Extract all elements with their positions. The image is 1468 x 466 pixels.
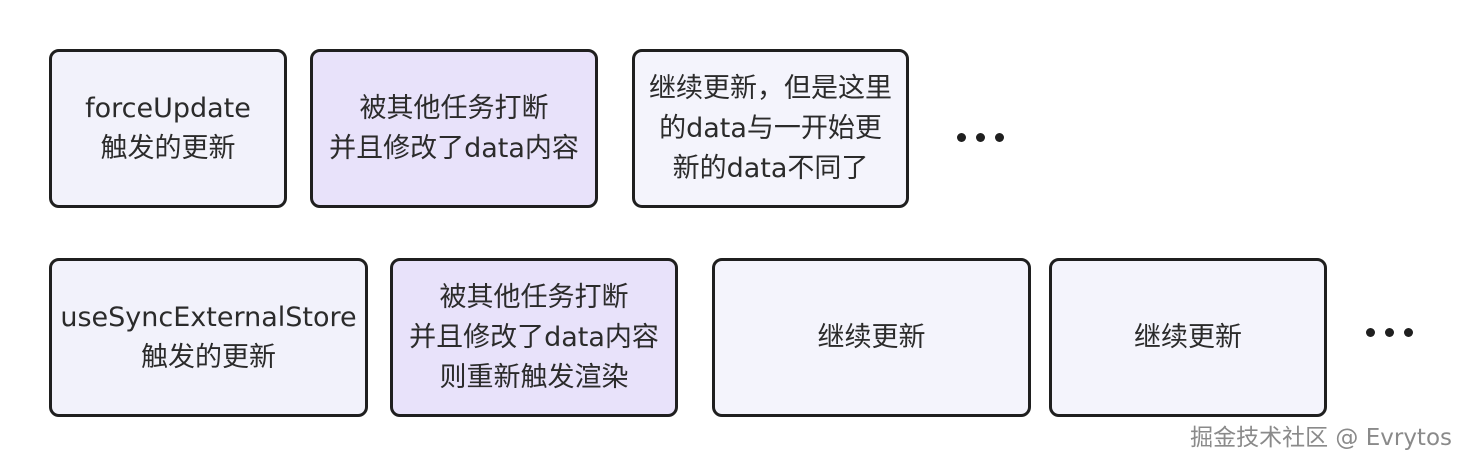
node-text-line: 触发的更新 xyxy=(141,341,276,373)
ellipsis-dot xyxy=(995,133,1004,142)
node-text-line: 并且修改了data内容 xyxy=(329,132,579,164)
node-interrupted: 被其他任务打断 并且修改了data内容 xyxy=(310,49,598,208)
ellipsis-dot xyxy=(976,133,985,142)
node-text-line: 并且修改了data内容 xyxy=(409,321,659,353)
node-continue-update-2: 继续更新 xyxy=(1049,258,1327,417)
node-text-line: 继续更新 xyxy=(1134,321,1242,353)
node-text-line: 被其他任务打断 xyxy=(359,92,549,124)
node-continue-different-data: 继续更新，但是这里 的data与一开始更 新的data不同了 xyxy=(632,49,909,208)
node-text-line: forceUpdate xyxy=(85,92,251,124)
ellipsis-icon xyxy=(957,133,1004,142)
node-interrupted-rerender: 被其他任务打断 并且修改了data内容 则重新触发渲染 xyxy=(390,258,678,417)
ellipsis-dot xyxy=(1404,328,1413,337)
ellipsis-dot xyxy=(1366,328,1375,337)
node-text-line: useSyncExternalStore xyxy=(60,301,357,333)
node-text-line: 则重新触发渲染 xyxy=(439,361,629,393)
node-text-line: 新的data不同了 xyxy=(672,152,869,184)
ellipsis-dot xyxy=(1385,328,1394,337)
node-continue-update-1: 继续更新 xyxy=(712,258,1031,417)
node-usesyncexternalstore: useSyncExternalStore 触发的更新 xyxy=(49,258,368,417)
node-text-line: 被其他任务打断 xyxy=(439,281,629,313)
node-text-line: 继续更新，但是这里 xyxy=(649,72,892,104)
ellipsis-dot xyxy=(957,133,966,142)
node-text-line: 继续更新 xyxy=(817,321,926,353)
ellipsis-icon xyxy=(1366,328,1413,337)
node-text-line: 的data与一开始更 xyxy=(659,112,882,144)
watermark-text: 掘金技术社区 @ Evrytos xyxy=(1190,425,1452,451)
node-text-line: 触发的更新 xyxy=(100,132,236,164)
node-forceupdate: forceUpdate 触发的更新 xyxy=(49,49,287,208)
